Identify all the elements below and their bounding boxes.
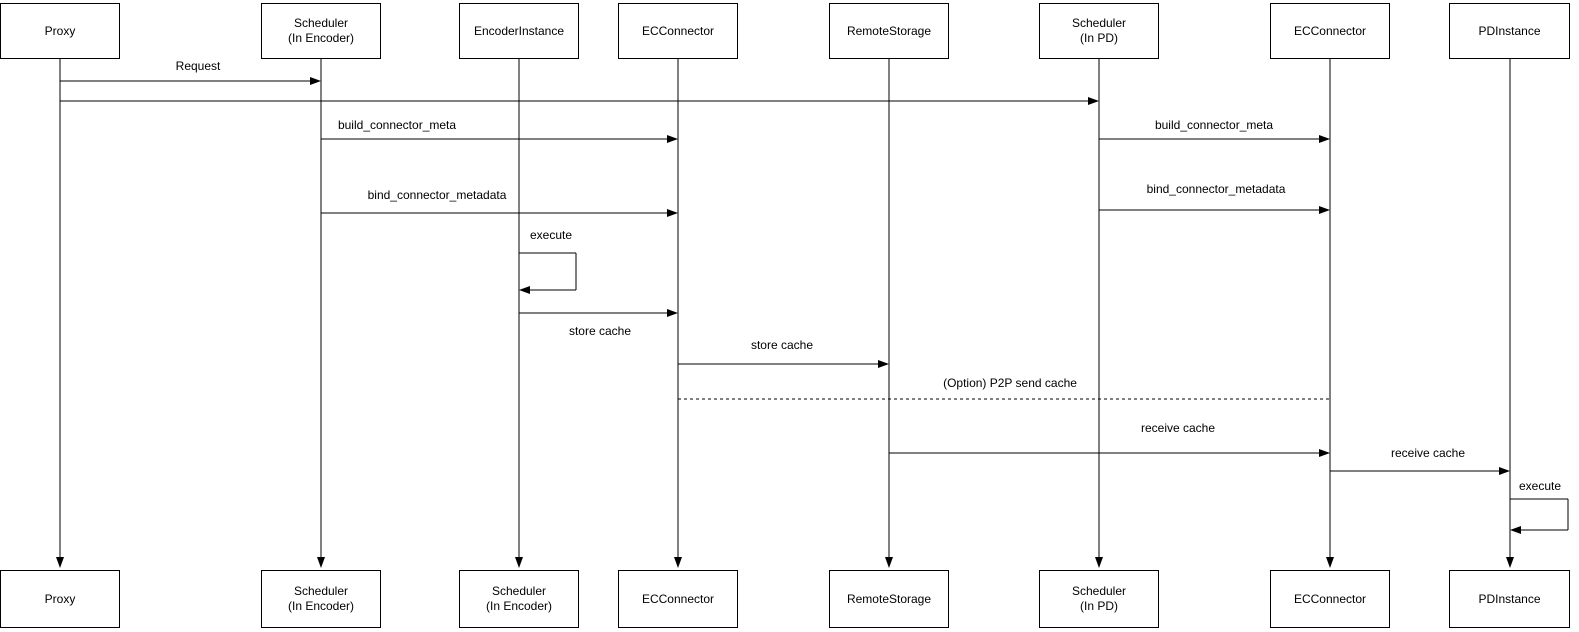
actor-top-box-ecconnector-left-label: ECConnector	[641, 23, 715, 38]
message-label-bind-connector-metadata-right: bind_connector_metadata	[1146, 182, 1286, 196]
message-label-build-connector-meta-left: build_connector_meta	[337, 118, 457, 132]
actor-bottom-box-pdinstance-label: PDInstance	[1478, 591, 1541, 606]
message-arrowhead-receive-cache-pd	[1499, 467, 1510, 475]
actor-top-box-scheduler-pd: Scheduler(In PD)	[1039, 3, 1159, 59]
message-arrowhead-bind-connector-metadata-left	[667, 209, 678, 217]
message-label-request: Request	[175, 59, 221, 73]
actor-bottom-box-scheduler-encoder: Scheduler(In Encoder)	[261, 570, 381, 628]
message-label-receive-cache-ec: receive cache	[1140, 421, 1216, 435]
lifeline-arrowhead-encoder-instance	[515, 557, 523, 568]
lifeline-arrowhead-ecconnector-right	[1326, 557, 1334, 568]
message-label-p2p-send-cache: (Option) P2P send cache	[943, 376, 1077, 390]
actor-top-box-scheduler-encoder-label: Scheduler	[293, 16, 349, 30]
lifeline-arrowhead-scheduler-pd	[1095, 557, 1103, 568]
actor-top-box-ecconnector-left: ECConnector	[618, 3, 738, 59]
message-label-store-cache-remote: store cache	[750, 338, 814, 352]
message-arrowhead-store-cache-remote	[878, 360, 889, 368]
actor-bottom-box-scheduler-pd-label: (In PD)	[1079, 599, 1118, 613]
message-arrowhead-build-connector-meta-right	[1319, 135, 1330, 143]
message-label-build-connector-meta-right: build_connector_meta	[1154, 118, 1274, 132]
actor-top-box-scheduler-pd-label: Scheduler	[1071, 16, 1127, 30]
message-arrowhead-receive-cache-ec	[1319, 449, 1330, 457]
actor-top-box-encoder-instance: EncoderInstance	[459, 3, 579, 59]
actor-top-box-scheduler-encoder: Scheduler(In Encoder)	[261, 3, 381, 59]
message-arrowhead-bind-connector-metadata-right	[1319, 206, 1330, 214]
actor-bottom-box-scheduler-pd: Scheduler(In PD)	[1039, 570, 1159, 628]
actor-top-box-ecconnector-right-label: ECConnector	[1293, 23, 1367, 38]
actor-top-box-ecconnector-right: ECConnector	[1270, 3, 1390, 59]
lifeline-arrowhead-remote-storage	[885, 557, 893, 568]
actor-bottom-box-proxy-label: Proxy	[44, 591, 76, 606]
message-label-bind-connector-metadata-left: bind_connector_metadata	[367, 188, 507, 202]
message-arrowhead-execute-encoder	[519, 286, 530, 294]
actor-bottom-box-ecconnector-left: ECConnector	[618, 570, 738, 628]
actor-bottom-box-encoder-instance-label: (In Encoder)	[485, 599, 553, 613]
actor-bottom-box-remote-storage-label: RemoteStorage	[846, 591, 932, 606]
actor-top-box-proxy: Proxy	[0, 3, 120, 59]
message-label-execute-pd: execute	[1518, 479, 1562, 493]
actor-top-box-pdinstance: PDInstance	[1449, 3, 1570, 59]
message-label-receive-cache-pd: receive cache	[1390, 446, 1466, 460]
message-arrowhead-execute-pd	[1510, 526, 1521, 534]
actor-top-box-proxy-label: Proxy	[44, 23, 76, 38]
actor-bottom-box-proxy: Proxy	[0, 570, 120, 628]
lifeline-arrowhead-scheduler-encoder	[317, 557, 325, 568]
message-arrowhead-store-cache-ec	[667, 309, 678, 317]
actor-top-box-pdinstance-label: PDInstance	[1478, 23, 1541, 38]
actor-top-box-encoder-instance-label: EncoderInstance	[473, 23, 565, 38]
lifeline-arrowhead-proxy	[56, 557, 64, 568]
actor-bottom-box-scheduler-encoder-label: Scheduler	[293, 584, 349, 598]
actor-top-box-scheduler-pd-label: (In PD)	[1079, 31, 1118, 45]
lifeline-arrowhead-ecconnector-left	[674, 557, 682, 568]
actor-bottom-box-encoder-instance-label: Scheduler	[491, 584, 547, 598]
actor-bottom-box-ecconnector-right-label: ECConnector	[1293, 591, 1367, 606]
actor-bottom-box-pdinstance: PDInstance	[1449, 570, 1570, 628]
message-label-store-cache-ec: store cache	[568, 324, 632, 338]
actor-bottom-box-ecconnector-right: ECConnector	[1270, 570, 1390, 628]
actor-bottom-box-encoder-instance: Scheduler(In Encoder)	[459, 570, 579, 628]
message-arrowhead-build-connector-meta-left	[667, 135, 678, 143]
message-arrowhead-request	[310, 77, 321, 85]
lifeline-arrowhead-pdinstance	[1506, 557, 1514, 568]
actor-top-box-remote-storage-label: RemoteStorage	[846, 23, 932, 38]
message-arrowhead-forward-request	[1088, 97, 1099, 105]
actor-bottom-box-ecconnector-left-label: ECConnector	[641, 591, 715, 606]
message-label-execute-encoder: execute	[529, 228, 573, 242]
actor-bottom-box-remote-storage: RemoteStorage	[829, 570, 949, 628]
actor-top-box-scheduler-encoder-label: (In Encoder)	[287, 31, 355, 45]
actor-bottom-box-scheduler-pd-label: Scheduler	[1071, 584, 1127, 598]
actor-bottom-box-scheduler-encoder-label: (In Encoder)	[287, 599, 355, 613]
actor-top-box-remote-storage: RemoteStorage	[829, 3, 949, 59]
